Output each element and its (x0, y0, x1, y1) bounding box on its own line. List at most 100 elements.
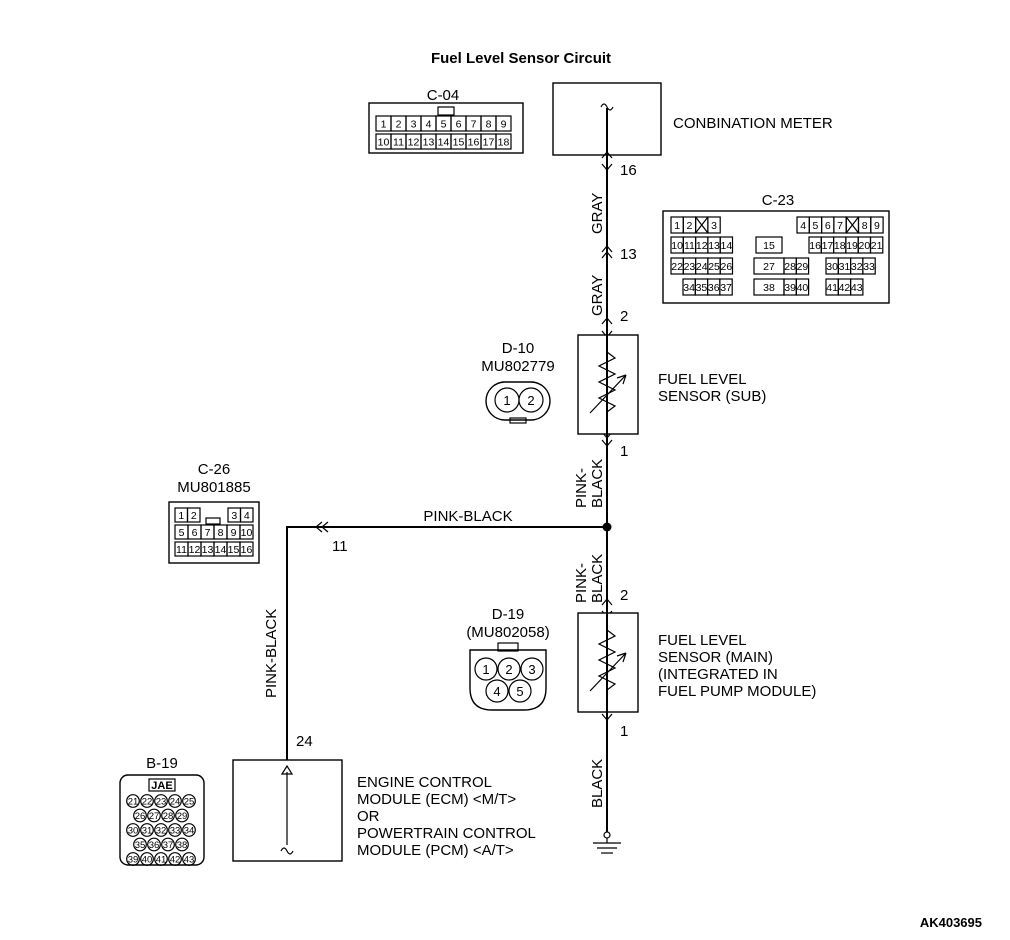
pink-black-branch-wire (286, 526, 607, 760)
b19-pin: 33 (170, 826, 181, 837)
wire-pink-black-horizontal: PINK-BLACK (423, 508, 512, 525)
c23-cell (849, 278, 864, 296)
c04-pin: 3 (411, 119, 417, 131)
c26-pin: 10 (241, 527, 253, 539)
b19-pin: 30 (128, 826, 139, 837)
b19-pin-circle (147, 837, 161, 852)
c26-pin: 6 (192, 527, 198, 539)
c23-pin: 12 (696, 240, 708, 252)
b19-pin: 41 (156, 855, 167, 866)
c23-blank-cell (695, 216, 709, 234)
figure-id: AK403695 (920, 915, 982, 930)
wire-black: BLACK (589, 759, 606, 808)
b19-pin-circle (182, 823, 196, 837)
c23-pin: 43 (851, 282, 863, 294)
c23-name: C-23 (762, 192, 795, 209)
d10-pin: 1 (503, 393, 510, 408)
c23-pin: 8 (862, 220, 868, 232)
c04-cell (495, 115, 512, 132)
wire-pink-black-upper-2: BLACK (589, 459, 606, 508)
b19-pin: 36 (149, 840, 160, 851)
c23-pin: 42 (839, 282, 851, 294)
c23-pin: 21 (871, 240, 883, 252)
b19-pin-circle (161, 808, 175, 823)
c04-name: C-04 (427, 87, 460, 104)
c26-pin: 11 (176, 544, 187, 556)
pin-sub-top: 2 (620, 308, 628, 325)
c23-pin: 27 (763, 261, 775, 273)
c23-cell (719, 278, 733, 296)
b19-pin-circle (182, 852, 196, 866)
b19-pin-circle (147, 808, 161, 823)
c23-pin: 25 (708, 261, 720, 273)
c23-pin: 6 (825, 220, 831, 232)
b19-pin: 39 (128, 855, 139, 866)
c04-pin: 14 (438, 137, 450, 149)
c26-key-mark (205, 517, 221, 525)
d19-pin: 4 (493, 684, 500, 699)
c26-pin: 15 (228, 544, 240, 556)
d19-pin: 1 (482, 662, 489, 677)
d19-name: D-19 (492, 606, 525, 623)
ground-icon (593, 831, 621, 854)
c23-cell (755, 236, 783, 254)
c04-pin: 18 (498, 137, 510, 149)
c23-pin: 31 (839, 261, 851, 273)
c23-pin: 22 (671, 261, 683, 273)
b19-pin-circle (168, 794, 182, 808)
wire-pink-black-upper-1: PINK- (573, 468, 590, 508)
c23-pin: 26 (721, 261, 733, 273)
c26-cell (239, 541, 254, 557)
c26-pin: 7 (205, 527, 211, 539)
b19-pin-circle (154, 794, 168, 808)
c23-pin: 37 (720, 282, 732, 294)
c23-pin: 11 (684, 240, 695, 252)
b19-pin: 34 (184, 826, 195, 837)
c04-pin: 4 (426, 119, 432, 131)
connector-d19: 1 2 3 4 5 (469, 642, 547, 711)
c23-pin: 23 (684, 261, 696, 273)
b19-pin: 43 (184, 855, 195, 866)
c04-pin: 13 (423, 137, 435, 149)
b19-pin: 29 (177, 811, 188, 822)
ecm-label-2: MODULE (ECM) <M/T> (357, 791, 516, 808)
b19-pin-circle (126, 823, 140, 837)
ecm-label-5: MODULE (PCM) <A/T> (357, 842, 514, 859)
c23-pin: 40 (797, 282, 809, 294)
c26-cell (239, 507, 254, 523)
c26-pin: 4 (244, 510, 250, 522)
sensor-sub-label-2: SENSOR (SUB) (658, 388, 766, 405)
d10-part: MU802779 (481, 358, 554, 375)
sensor-main-label-1: FUEL LEVEL (658, 632, 747, 649)
wire-pink-black-lower-2: BLACK (589, 554, 606, 603)
b19-pin: 40 (142, 855, 153, 866)
sensor-main-label-4: FUEL PUMP MODULE) (658, 683, 816, 700)
c23-cell (719, 257, 734, 275)
b19-pin: 35 (135, 840, 146, 851)
c23-blank-cell (845, 216, 859, 234)
b19-pin: 42 (170, 855, 181, 866)
b19-pin: 37 (163, 840, 174, 851)
pin-main-top: 2 (620, 587, 628, 604)
c23-pin: 2 (687, 220, 693, 232)
c23-pin: 28 (784, 261, 796, 273)
b19-pin-circle (175, 808, 189, 823)
pin-main-bottom: 1 (620, 723, 628, 740)
d19-pin: 5 (516, 684, 523, 699)
ecm-label-4: POWERTRAIN CONTROL (357, 825, 536, 842)
c23-pin: 38 (763, 282, 775, 294)
c23-pin: 5 (813, 220, 819, 232)
c04-pin: 16 (468, 137, 480, 149)
c26-pin: 9 (231, 527, 237, 539)
c23-pin: 14 (721, 240, 733, 252)
wire-pink-black-vertical: PINK-BLACK (263, 609, 280, 698)
b19-pin: 31 (142, 826, 153, 837)
wire-pink-black-lower-1: PINK- (573, 563, 590, 603)
b19-pin: 21 (128, 797, 139, 808)
c04-pin: 2 (396, 119, 402, 131)
b19-pin: 28 (163, 811, 174, 822)
c26-pin: 3 (231, 510, 237, 522)
ecm-input-icon (280, 847, 294, 855)
